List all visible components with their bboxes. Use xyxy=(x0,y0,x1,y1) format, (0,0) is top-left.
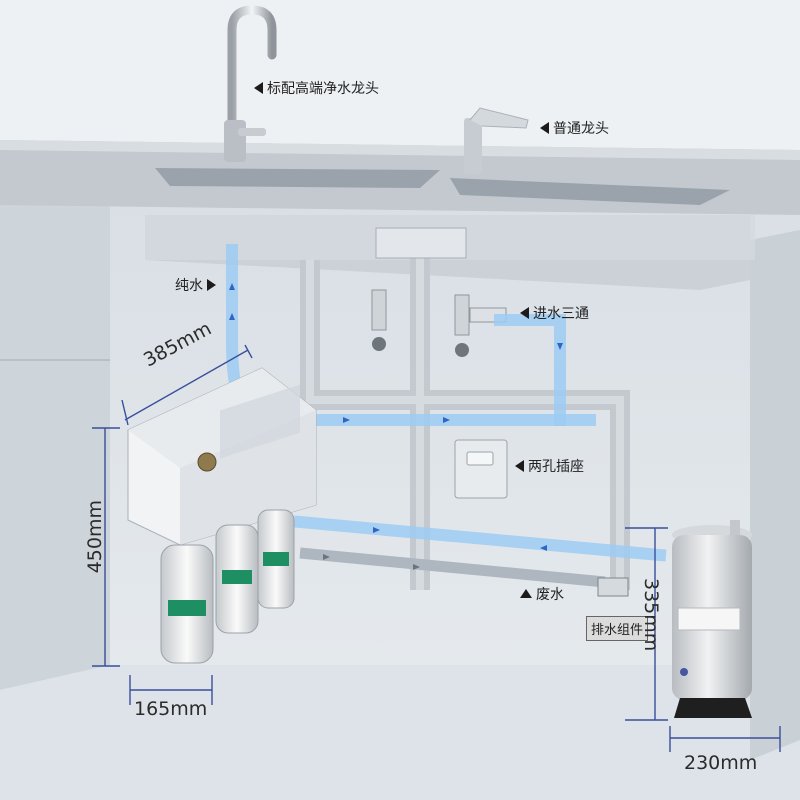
dim-height: 450mm xyxy=(84,500,106,574)
cabinet-floor xyxy=(0,665,800,800)
triangle-up-icon xyxy=(520,589,532,598)
sink-left xyxy=(155,168,440,188)
purifier-unit xyxy=(127,367,317,664)
drain-assembly xyxy=(597,577,629,597)
label-drain-assembly: 排水组件 xyxy=(586,616,649,641)
label-pure-water: 纯水 xyxy=(175,275,216,295)
triangle-left-icon xyxy=(254,82,263,94)
label-waste-water: 废水 xyxy=(520,584,564,604)
label-premium-faucet: 标配高端净水龙头 xyxy=(254,78,379,98)
premium-faucet xyxy=(227,5,277,137)
dim-tank-width: 230mm xyxy=(684,752,758,774)
dimension-lines xyxy=(92,344,781,752)
dim-tank-height: 335mm xyxy=(640,578,662,652)
triangle-left-icon xyxy=(515,460,524,472)
cabinet-right-panel xyxy=(750,230,800,760)
socket xyxy=(454,439,508,499)
triangle-left-icon xyxy=(540,122,549,134)
triangle-right-icon xyxy=(207,279,216,291)
dim-depth: 165mm xyxy=(134,698,208,720)
triangle-left-icon xyxy=(520,307,529,319)
label-inlet-tee: 进水三通 xyxy=(520,303,589,323)
sink-right xyxy=(450,178,730,205)
label-normal-faucet: 普通龙头 xyxy=(540,118,609,138)
cabinet-left-panel xyxy=(0,190,110,690)
label-socket: 两孔插座 xyxy=(515,456,584,476)
waste-water-pipe xyxy=(299,547,606,588)
normal-faucet xyxy=(464,118,482,174)
